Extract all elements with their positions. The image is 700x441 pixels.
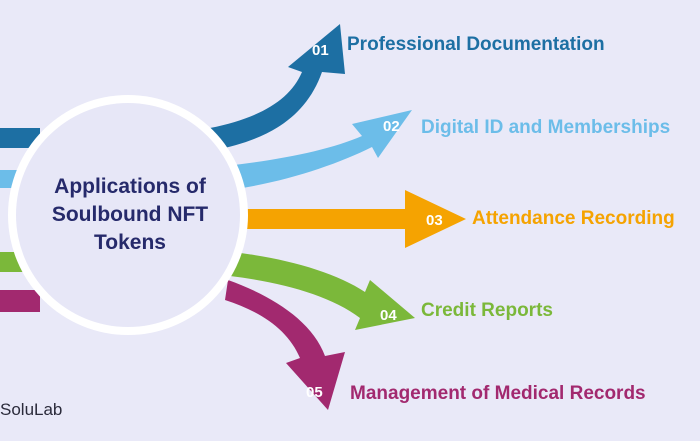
item-label-05: Management of Medical Records xyxy=(350,383,646,404)
number-05: 05 xyxy=(306,384,323,401)
center-title-line-2: Soulbound NFT xyxy=(51,203,209,226)
arrow-02 xyxy=(225,110,412,190)
item-label-04: Credit Reports xyxy=(421,300,553,321)
arrow-05 xyxy=(225,280,345,410)
number-01: 01 xyxy=(312,42,329,59)
number-04: 04 xyxy=(380,307,397,324)
center-title-line-3: Tokens xyxy=(94,231,166,254)
stub-01 xyxy=(0,128,40,148)
stub-05 xyxy=(0,290,40,312)
number-02: 02 xyxy=(383,118,400,135)
item-label-01: Professional Documentation xyxy=(347,34,605,55)
center-circle-inner xyxy=(16,103,240,327)
arrow-04 xyxy=(230,252,415,330)
number-03: 03 xyxy=(426,212,443,229)
center-title-line-1: Applications of xyxy=(54,175,206,198)
item-label-03: Attendance Recording xyxy=(472,208,675,229)
center-title: Applications of Soulbound NFT Tokens xyxy=(20,173,240,257)
arrow-03 xyxy=(232,190,466,248)
item-label-02: Digital ID and Memberships xyxy=(421,117,671,138)
arrow-01 xyxy=(210,24,345,150)
brand-logo-text: SoluLab xyxy=(0,400,63,419)
